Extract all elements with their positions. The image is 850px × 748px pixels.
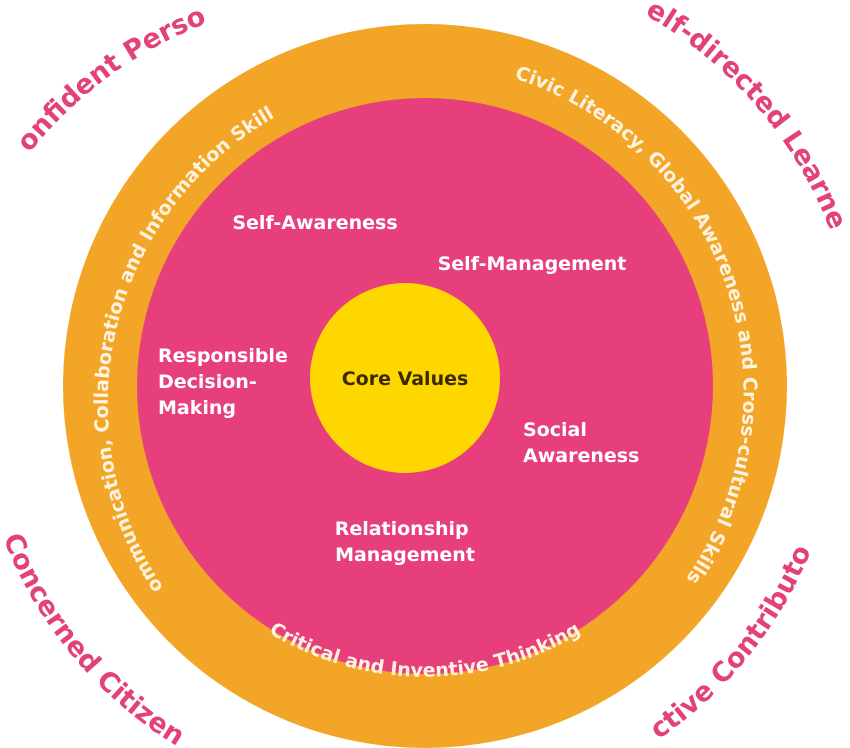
sel-responsible-decision-making: Responsible Decision- Making (158, 345, 294, 419)
core-circle (310, 283, 500, 473)
core-values-label: Core Values (342, 368, 469, 390)
sel-self-management: Self-Management (438, 253, 627, 275)
sel-social-awareness: Social Awareness (523, 419, 639, 467)
sel-self-awareness: Self-Awareness (232, 212, 397, 234)
sel-relationship-management: Relationship Management (335, 518, 476, 566)
